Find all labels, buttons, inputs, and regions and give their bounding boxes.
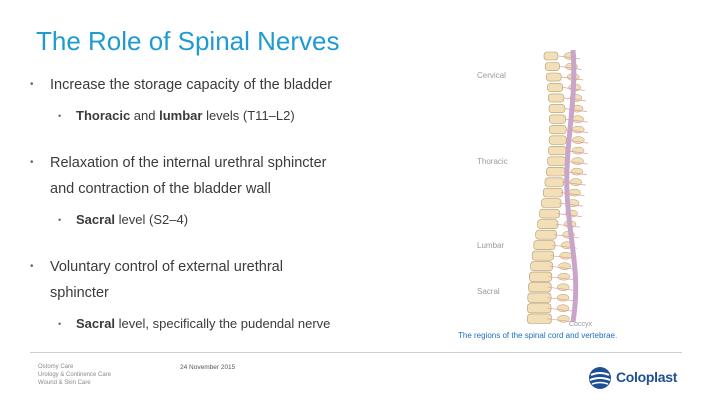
sub-bullet-bold: Sacral [76, 316, 116, 331]
vertebrae-column [527, 51, 589, 324]
vertebra [547, 83, 563, 92]
region-label-coccyx: Coccyx [569, 321, 592, 328]
brand-logo: Coloplast [588, 366, 688, 390]
vertebra [535, 229, 557, 240]
sub-bullet-text: levels (T11–L2) [202, 108, 295, 123]
bullet-text-line: and contraction of the bladder wall [50, 181, 271, 197]
sub-bullet-text: level, specifically the pudendal nerve [115, 316, 331, 331]
footer-line: Ostomy Care [38, 364, 74, 370]
vertebra [547, 156, 566, 166]
sub-bullet-item: • Sacral level, specifically the pudenda… [58, 314, 430, 334]
vertebra [528, 282, 552, 293]
sub-bullet-bold: Thoracic [76, 108, 131, 123]
bullet-group-relaxation: • Relaxation of the internal urethral sp… [30, 150, 430, 230]
vertebra [539, 208, 560, 219]
bullet-marker: • [30, 157, 34, 168]
vertebra [548, 93, 565, 103]
nerve-root [547, 297, 574, 302]
bullet-item: • Relaxation of the internal urethral sp… [30, 150, 430, 202]
bullet-text-line: sphincter [50, 285, 109, 301]
vertebra [544, 177, 565, 187]
vertebra [527, 303, 552, 314]
vertebra [543, 51, 559, 61]
nerve-root [560, 66, 582, 70]
vertebra [533, 240, 556, 251]
vertebra [549, 114, 567, 124]
region-label-sacral: Sacral [477, 287, 500, 296]
sub-bullet-marker: • [58, 319, 62, 329]
footer-business-areas: Ostomy Care Urology & Continence Care Wo… [38, 363, 111, 387]
vertebra [549, 125, 567, 135]
globe-icon [589, 367, 611, 389]
region-label-thoracic: Thoracic [477, 157, 508, 166]
footer-line: Wound & Skin Care [38, 380, 91, 386]
sub-bullet-text: and [130, 108, 160, 123]
region-label-lumbar: Lumbar [477, 241, 504, 250]
vertebra [543, 187, 563, 198]
vertebra [541, 198, 562, 208]
nerve-root [547, 307, 574, 312]
spinal-cord [564, 49, 579, 323]
bullet-text-line: Relaxation of the internal urethral sphi… [50, 155, 327, 171]
bullet-item: • Increase the storage capacity of the b… [30, 72, 450, 98]
sub-bullet-item: • Thoracic and lumbar levels (T11–L2) [58, 106, 450, 126]
sub-bullet-marker: • [58, 215, 62, 225]
sub-bullet-bold: Sacral [76, 212, 116, 227]
nerve-root [554, 234, 579, 239]
vertebra [548, 135, 567, 145]
footer-date: 24 November 2015 [180, 364, 236, 371]
vertebra [527, 292, 552, 303]
sub-bullet-item: • Sacral level (S2–4) [58, 210, 430, 230]
vertebra [546, 167, 566, 177]
vertebra [548, 104, 566, 114]
sub-bullet-bold: lumbar [159, 108, 203, 123]
bullet-group-voluntary: • Voluntary control of external urethral… [30, 254, 430, 334]
brand-name: Coloplast [616, 369, 678, 385]
vertebra [548, 146, 567, 156]
nerve-root [547, 286, 574, 291]
figure-caption: The regions of the spinal cord and verte… [458, 331, 618, 340]
vertebra [544, 62, 560, 71]
bullet-text: Increase the storage capacity of the bla… [50, 77, 333, 93]
bullet-text-line: Voluntary control of external urethral [50, 259, 283, 275]
sub-bullet-marker: • [58, 111, 62, 121]
slide-title: The Role of Spinal Nerves [36, 26, 340, 56]
spine-illustration: Cervical Thoracic Lumbar Sacral Coccyx [477, 49, 592, 328]
nerve-root [547, 318, 574, 323]
nerve-root [559, 202, 584, 207]
nerve-root [548, 276, 574, 281]
bullet-marker: • [30, 261, 34, 272]
footer-divider [30, 352, 682, 353]
vertebra [530, 261, 553, 272]
vertebra [527, 313, 552, 324]
region-label-cervical: Cervical [477, 71, 506, 80]
bullet-group-storage: • Increase the storage capacity of the b… [30, 72, 450, 126]
bullet-marker: • [30, 79, 34, 90]
nerve-root [564, 108, 588, 112]
bullet-item: • Voluntary control of external urethral… [30, 254, 430, 306]
footer-line: Urology & Continence Care [38, 372, 112, 378]
vertebra [529, 271, 553, 282]
nerve-root [549, 265, 575, 270]
vertebra [537, 219, 559, 229]
vertebra [531, 250, 554, 261]
sub-bullet-text: level (S2–4) [115, 212, 189, 227]
nerve-root [558, 55, 581, 60]
vertebra [546, 72, 562, 82]
